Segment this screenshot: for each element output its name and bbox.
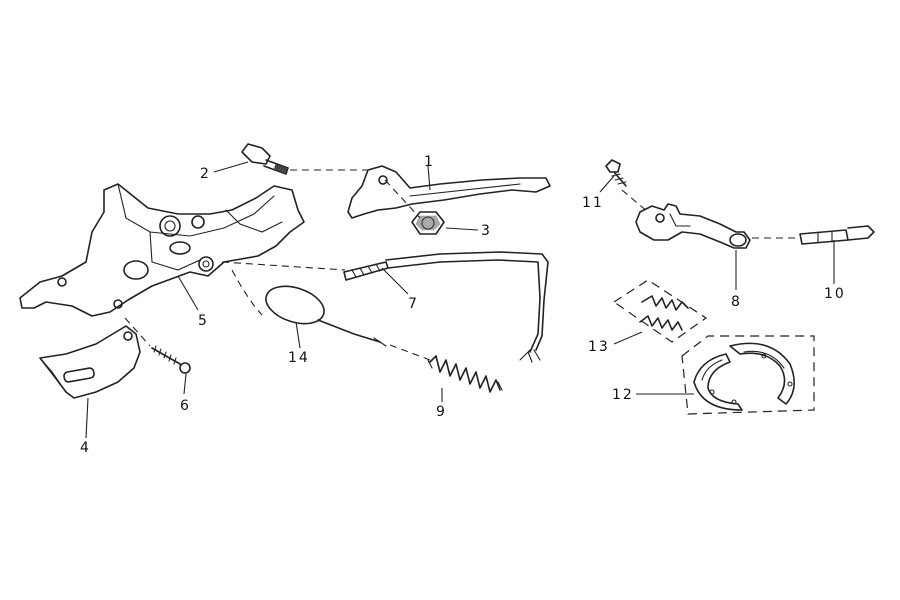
callout-5: 5: [198, 313, 209, 329]
lower-cover: [39, 325, 141, 399]
pivot-bolt: [241, 143, 289, 175]
callout-13: 13: [588, 339, 610, 355]
callout-10: 10: [824, 286, 846, 302]
assembly-line-bolt-arm: [621, 189, 649, 213]
assembly-line-bracket-ring: [231, 269, 263, 316]
callout-2: 2: [200, 166, 211, 182]
bracket-hole-2: [191, 215, 205, 229]
brake-arm: [635, 203, 751, 249]
callout-4: 4: [80, 440, 91, 456]
cover-screw: [151, 345, 191, 374]
assembly-lines: [124, 169, 800, 361]
lock-nut: [411, 211, 445, 235]
brake-shoes-set: [681, 335, 815, 415]
leader-lines: [85, 161, 835, 439]
cover-slot: [63, 367, 95, 383]
callout-11: 11: [582, 195, 604, 211]
bracket-hole-4: [123, 260, 149, 280]
bracket-hole-5: [198, 256, 214, 272]
assembly-line-lever-nut: [384, 179, 421, 219]
callout-14: 14: [288, 350, 310, 366]
inner-wire: [265, 285, 387, 347]
callout-1: 1: [424, 154, 435, 170]
assembly-line-bracket-cable: [221, 261, 346, 271]
arm-bolt: [605, 159, 627, 187]
callout-3: 3: [481, 223, 492, 239]
main-bracket: [19, 183, 305, 317]
brake-cable: [343, 251, 549, 363]
callout-7: 7: [408, 296, 419, 312]
lever-pivot-hole: [378, 175, 388, 185]
assembly-line-cable-spring: [389, 344, 431, 361]
brake-pin: [799, 225, 875, 245]
bracket-hole-1: [159, 215, 181, 237]
arm-pivot-hole: [729, 233, 747, 247]
brake-lever: [347, 165, 551, 219]
assembly-line-cover-screw: [124, 317, 151, 347]
bracket-hole-3: [169, 241, 191, 255]
callout-8: 8: [731, 294, 742, 310]
callout-12: 12: [612, 387, 634, 403]
callout-labels: 1 2 3 4 5 6 7 8 9 10 11 12 13 14: [80, 154, 846, 456]
shoe-springs-set: [612, 279, 708, 343]
callout-6: 6: [180, 398, 191, 414]
callout-9: 9: [436, 404, 447, 420]
return-spring: [427, 355, 503, 393]
